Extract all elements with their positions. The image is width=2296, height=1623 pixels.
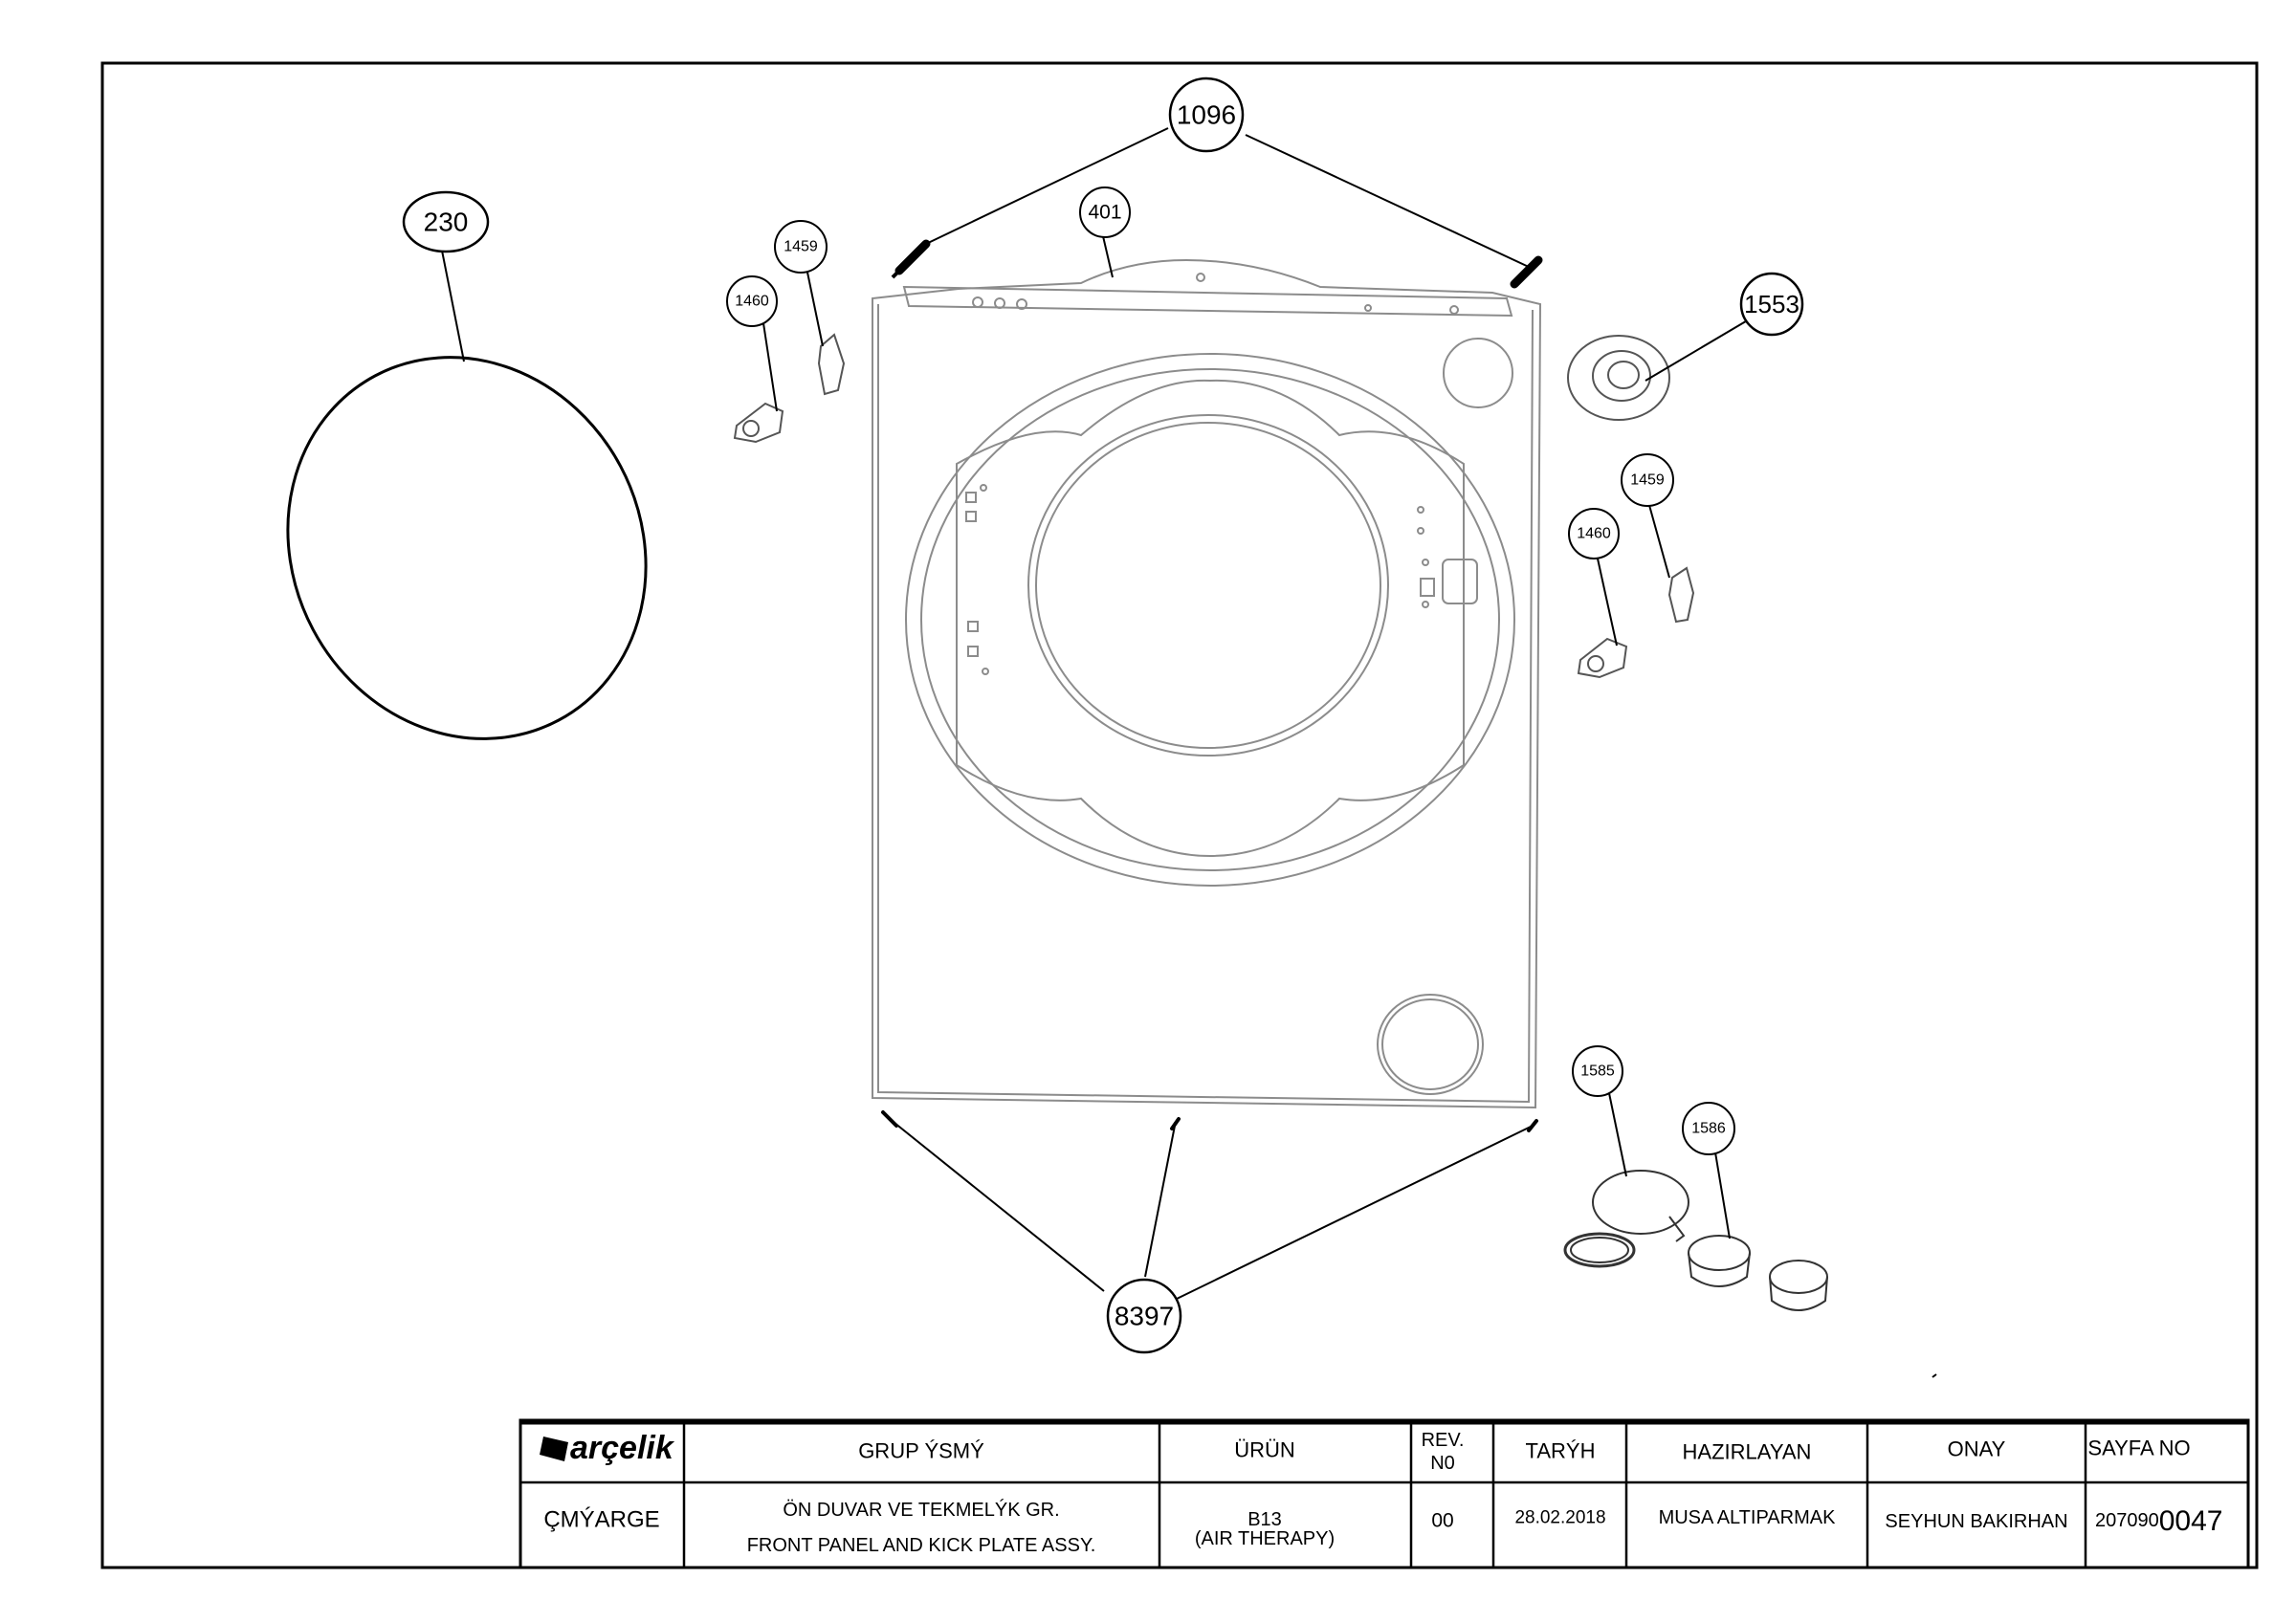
callout-1586: 1586 <box>1682 1102 1735 1155</box>
callout-401-label: 401 <box>1088 202 1121 224</box>
hinge-part-left-1460 <box>733 402 784 444</box>
leader-lines <box>441 127 1756 1300</box>
title-block: arçelik GRUP ÝSMÝ ÜRÜN REV. N0 TARÝH HAZ… <box>519 1418 2250 1569</box>
value-rev: 00 <box>1431 1510 1453 1532</box>
door-gasket-ring <box>286 356 648 740</box>
callout-1585-label: 1585 <box>1580 1064 1615 1080</box>
value-location: ÇMÝARGE <box>543 1507 659 1533</box>
callout-8397: 8397 <box>1106 1278 1182 1354</box>
value-group-name-tr: ÖN DUVAR VE TEKMELÝK GR. <box>783 1499 1059 1521</box>
callout-1553: 1553 <box>1739 272 1804 337</box>
header-group-name: GRUP ÝSMÝ <box>858 1439 984 1463</box>
header-prepared-by: HAZIRLAYAN <box>1683 1440 1812 1464</box>
callout-1459-right: 1459 <box>1621 453 1674 507</box>
screw-top-left <box>891 239 931 279</box>
value-prepared-by: MUSA ALTIPARMAK <box>1659 1507 1837 1528</box>
drawing-border <box>100 61 2259 1569</box>
callout-1585: 1585 <box>1572 1045 1623 1097</box>
hinge-part-right-1460 <box>1577 637 1628 679</box>
hinge-part-left-1459 <box>817 333 846 396</box>
value-group-name-en: FRONT PANEL AND KICK PLATE ASSY. <box>747 1535 1096 1556</box>
value-approval: SEYHUN BAKIRHAN <box>1885 1511 2067 1532</box>
hinge-part-right-1459 <box>1667 566 1695 624</box>
header-rev-line1: REV. <box>1422 1430 1465 1451</box>
callout-8397-label: 8397 <box>1115 1302 1174 1331</box>
filter-part-1586 <box>1688 1235 1828 1311</box>
door-lock-part-1553 <box>1567 335 1670 421</box>
callout-1586-label: 1586 <box>1691 1121 1726 1137</box>
brand-wordmark: arçelik <box>570 1430 675 1466</box>
value-date: 28.02.2018 <box>1514 1508 1605 1528</box>
header-date: TARÝH <box>1526 1439 1596 1463</box>
callout-1459-right-label: 1459 <box>1630 472 1665 489</box>
callout-1096-label: 1096 <box>1177 100 1236 130</box>
value-product-line2: (AIR THERAPY) <box>1195 1528 1335 1549</box>
screw-bottom <box>881 1110 1538 1132</box>
callout-230: 230 <box>402 190 490 253</box>
header-rev-line2: N0 <box>1430 1453 1455 1474</box>
callout-1460-left-label: 1460 <box>735 294 769 310</box>
filter-cover-part-1585 <box>1563 1170 1689 1268</box>
screw-top-right <box>1510 255 1543 289</box>
callout-1553-label: 1553 <box>1744 290 1799 318</box>
arcelik-logo: arçelik <box>540 1430 675 1466</box>
callout-1460-left: 1460 <box>726 275 778 327</box>
header-page-no: SAYFA NO <box>2087 1437 2190 1460</box>
value-page-no: 2070900047 <box>2095 1505 2223 1537</box>
front-panel <box>872 258 1542 1109</box>
callout-1096: 1096 <box>1168 77 1245 153</box>
header-product: ÜRÜN <box>1234 1438 1295 1462</box>
value-page-no-suffix: 0047 <box>2159 1505 2223 1537</box>
stray-mark <box>1932 1373 1937 1378</box>
callout-230-label: 230 <box>424 208 469 237</box>
callout-1460-right-label: 1460 <box>1577 526 1611 542</box>
value-product-line1: B13 <box>1247 1509 1282 1530</box>
callout-401: 401 <box>1079 186 1131 238</box>
callout-1460-right: 1460 <box>1568 508 1620 559</box>
callout-1459-left-label: 1459 <box>784 239 818 255</box>
header-approval: ONAY <box>1948 1437 2006 1461</box>
callout-1459-left: 1459 <box>774 220 828 274</box>
value-page-no-prefix: 207090 <box>2095 1510 2159 1531</box>
